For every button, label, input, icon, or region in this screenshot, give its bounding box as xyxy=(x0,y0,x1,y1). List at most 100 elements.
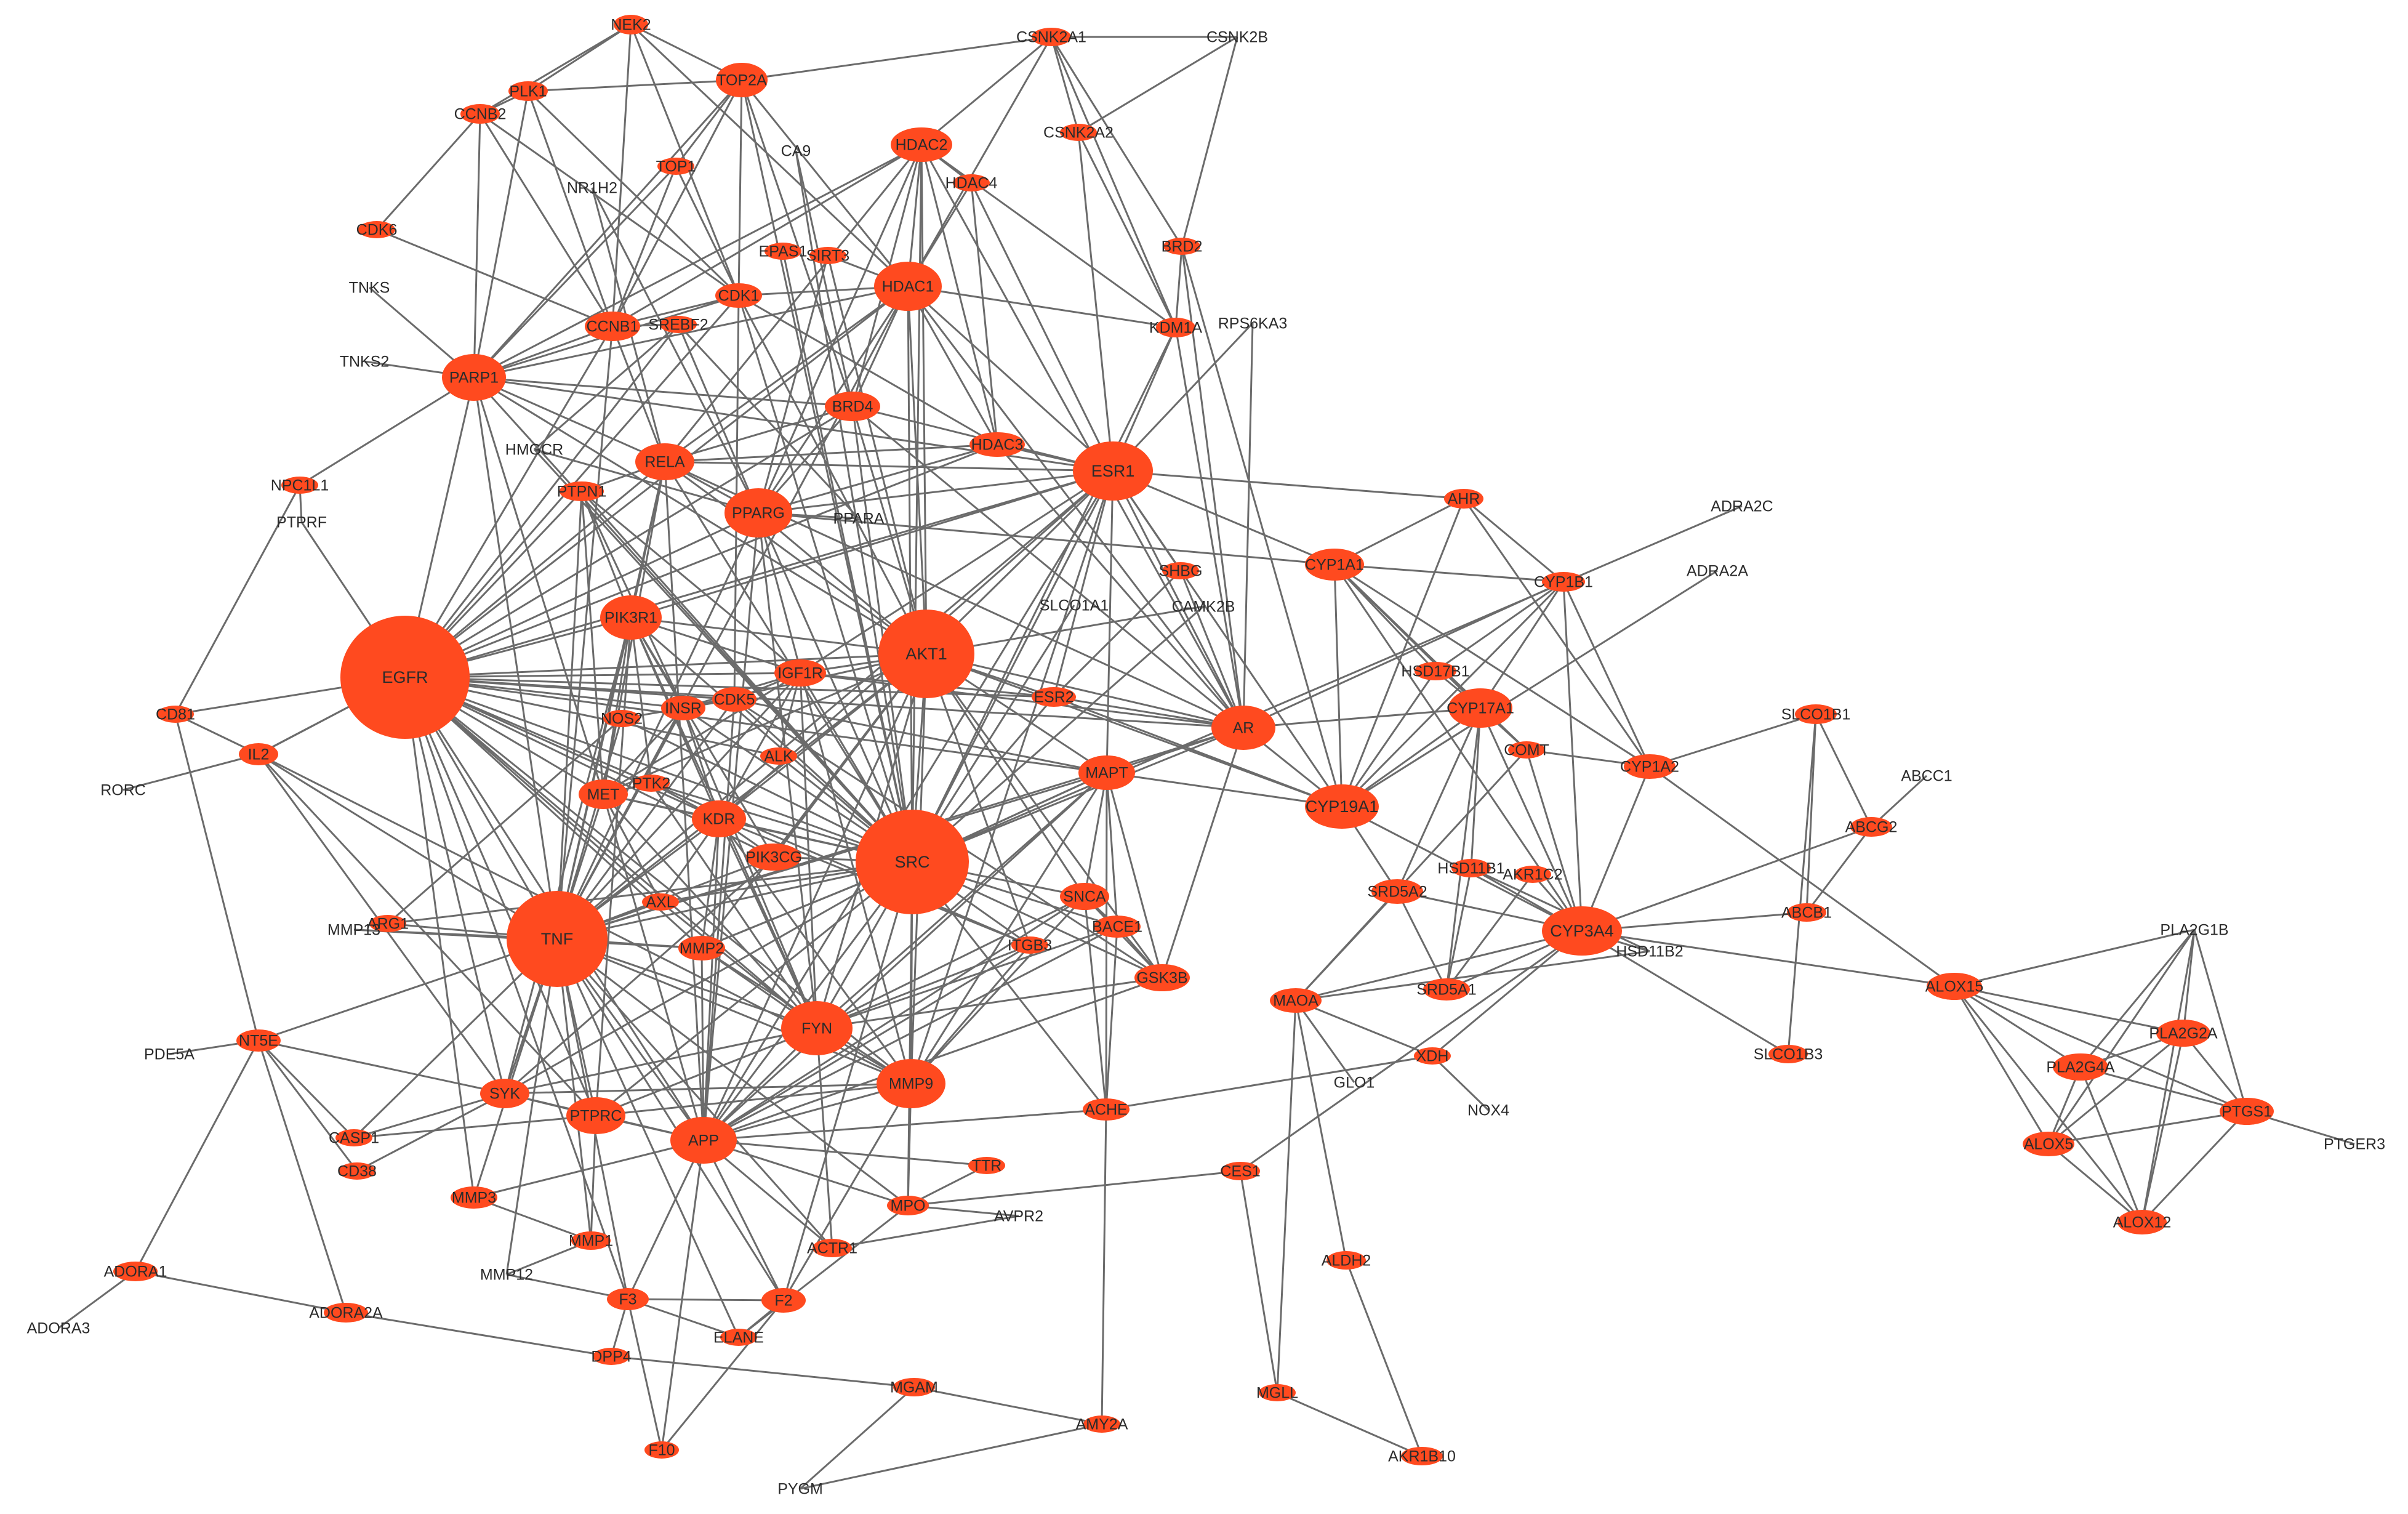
node-syk[interactable] xyxy=(480,1079,529,1108)
node-hdac3[interactable] xyxy=(969,432,1025,457)
node-elane[interactable] xyxy=(720,1329,757,1346)
node-maoa[interactable] xyxy=(1270,988,1322,1013)
node-rela[interactable] xyxy=(635,443,694,480)
node-pla2g2a[interactable] xyxy=(2156,1020,2210,1047)
node-cd38[interactable] xyxy=(339,1162,375,1180)
node-mmp3[interactable] xyxy=(451,1186,497,1209)
node-fyn[interactable] xyxy=(781,1001,853,1055)
node-cyp3a4[interactable] xyxy=(1542,906,1622,956)
node-ache[interactable] xyxy=(1083,1098,1130,1121)
node-cdk1[interactable] xyxy=(715,283,762,308)
node-casp1[interactable] xyxy=(335,1129,372,1146)
node-shbg[interactable] xyxy=(1162,562,1199,579)
node-insr[interactable] xyxy=(661,696,705,720)
node-egfr[interactable] xyxy=(340,616,470,739)
node-aldh2[interactable] xyxy=(1326,1251,1366,1270)
node-cyp1a1[interactable] xyxy=(1305,549,1364,581)
node-nt5e[interactable] xyxy=(236,1029,281,1052)
node-cdk5[interactable] xyxy=(712,687,757,712)
node-itgb3[interactable] xyxy=(1011,936,1048,954)
node-mmp1[interactable] xyxy=(571,1231,611,1250)
node-esr2[interactable] xyxy=(1032,687,1076,707)
node-hdac1[interactable] xyxy=(874,262,942,311)
node-pik3cg[interactable] xyxy=(746,844,801,871)
node-kdr[interactable] xyxy=(692,800,746,837)
node-f2[interactable] xyxy=(761,1288,806,1313)
node-adora2a[interactable] xyxy=(324,1303,368,1323)
node-f10[interactable] xyxy=(644,1441,679,1459)
node-akr1b10[interactable] xyxy=(1401,1447,1443,1465)
node-brd2[interactable] xyxy=(1163,238,1200,255)
node-ptk2[interactable] xyxy=(633,775,670,792)
node-cyp1b1[interactable] xyxy=(1542,572,1585,592)
node-abcg2[interactable] xyxy=(1850,817,1892,837)
node-bace1[interactable] xyxy=(1094,916,1141,938)
node-src[interactable] xyxy=(856,810,969,914)
node-dpp4[interactable] xyxy=(593,1348,630,1365)
node-parp1[interactable] xyxy=(442,354,506,401)
node-sirt3[interactable] xyxy=(809,247,846,264)
node-plk1[interactable] xyxy=(508,81,548,101)
node-cdk6[interactable] xyxy=(358,221,395,238)
node-npc1l1[interactable] xyxy=(281,477,318,494)
node-srebf2[interactable] xyxy=(660,316,697,333)
node-alk[interactable] xyxy=(760,747,797,765)
node-ar[interactable] xyxy=(1211,706,1275,750)
node-cyp19a1[interactable] xyxy=(1305,784,1379,829)
node-alox5[interactable] xyxy=(2023,1132,2074,1156)
node-mpo[interactable] xyxy=(887,1196,929,1215)
node-hsd11b1[interactable] xyxy=(1451,859,1491,877)
node-nos2[interactable] xyxy=(603,710,640,727)
node-pparg[interactable] xyxy=(724,488,792,538)
node-mgam[interactable] xyxy=(893,1378,935,1396)
node-srd5a1[interactable] xyxy=(1423,978,1470,1001)
node-alox12[interactable] xyxy=(2117,1210,2167,1234)
node-akr1c2[interactable] xyxy=(1514,866,1551,883)
node-ces1[interactable] xyxy=(1221,1162,1260,1180)
node-ccnb1[interactable] xyxy=(585,312,640,341)
node-adora1[interactable] xyxy=(113,1262,158,1281)
node-hsd17b1[interactable] xyxy=(1415,662,1456,680)
node-srd5a2[interactable] xyxy=(1371,879,1423,904)
node-met[interactable] xyxy=(579,779,628,809)
node-mmp2[interactable] xyxy=(678,936,725,960)
node-epas1[interactable] xyxy=(765,243,801,260)
node-arg1[interactable] xyxy=(369,915,406,932)
node-amy2a[interactable] xyxy=(1083,1415,1120,1433)
node-nek2[interactable] xyxy=(614,15,648,34)
node-hdac2[interactable] xyxy=(891,127,952,162)
node-app[interactable] xyxy=(670,1117,737,1164)
node-actr1[interactable] xyxy=(813,1239,852,1257)
node-alox15[interactable] xyxy=(1927,973,1982,1000)
node-pla2g4a[interactable] xyxy=(2053,1053,2108,1081)
node-ccnb2[interactable] xyxy=(460,104,500,124)
node-il2[interactable] xyxy=(239,743,278,765)
node-snca[interactable] xyxy=(1060,883,1109,910)
node-ptprc[interactable] xyxy=(566,1097,625,1134)
node-brd4[interactable] xyxy=(825,392,880,421)
node-axl[interactable] xyxy=(642,893,679,911)
node-tnf[interactable] xyxy=(507,891,608,987)
node-ptpn1[interactable] xyxy=(560,481,604,501)
node-abcb1[interactable] xyxy=(1787,903,1826,922)
node-ttr[interactable] xyxy=(968,1157,1005,1174)
node-csnk2a1[interactable] xyxy=(1032,28,1071,46)
node-f3[interactable] xyxy=(607,1288,649,1310)
node-mapt[interactable] xyxy=(1078,755,1135,790)
node-akt1[interactable] xyxy=(878,610,974,698)
node-mgll[interactable] xyxy=(1259,1384,1296,1401)
node-cyp17a1[interactable] xyxy=(1448,688,1512,728)
node-kdm1a[interactable] xyxy=(1156,318,1195,337)
node-igf1r[interactable] xyxy=(774,659,826,687)
node-top1[interactable] xyxy=(657,158,694,175)
node-mmp9[interactable] xyxy=(877,1059,945,1108)
node-ptgs1[interactable] xyxy=(2220,1098,2274,1125)
node-hdac4[interactable] xyxy=(953,174,990,191)
node-ahr[interactable] xyxy=(1444,489,1483,509)
node-slco1b3[interactable] xyxy=(1768,1045,1808,1063)
node-comt[interactable] xyxy=(1508,741,1545,759)
node-top2a[interactable] xyxy=(716,63,768,97)
node-cyp1a2[interactable] xyxy=(1624,754,1676,779)
node-slco1b1[interactable] xyxy=(1795,704,1837,724)
node-pik3r1[interactable] xyxy=(600,595,662,640)
